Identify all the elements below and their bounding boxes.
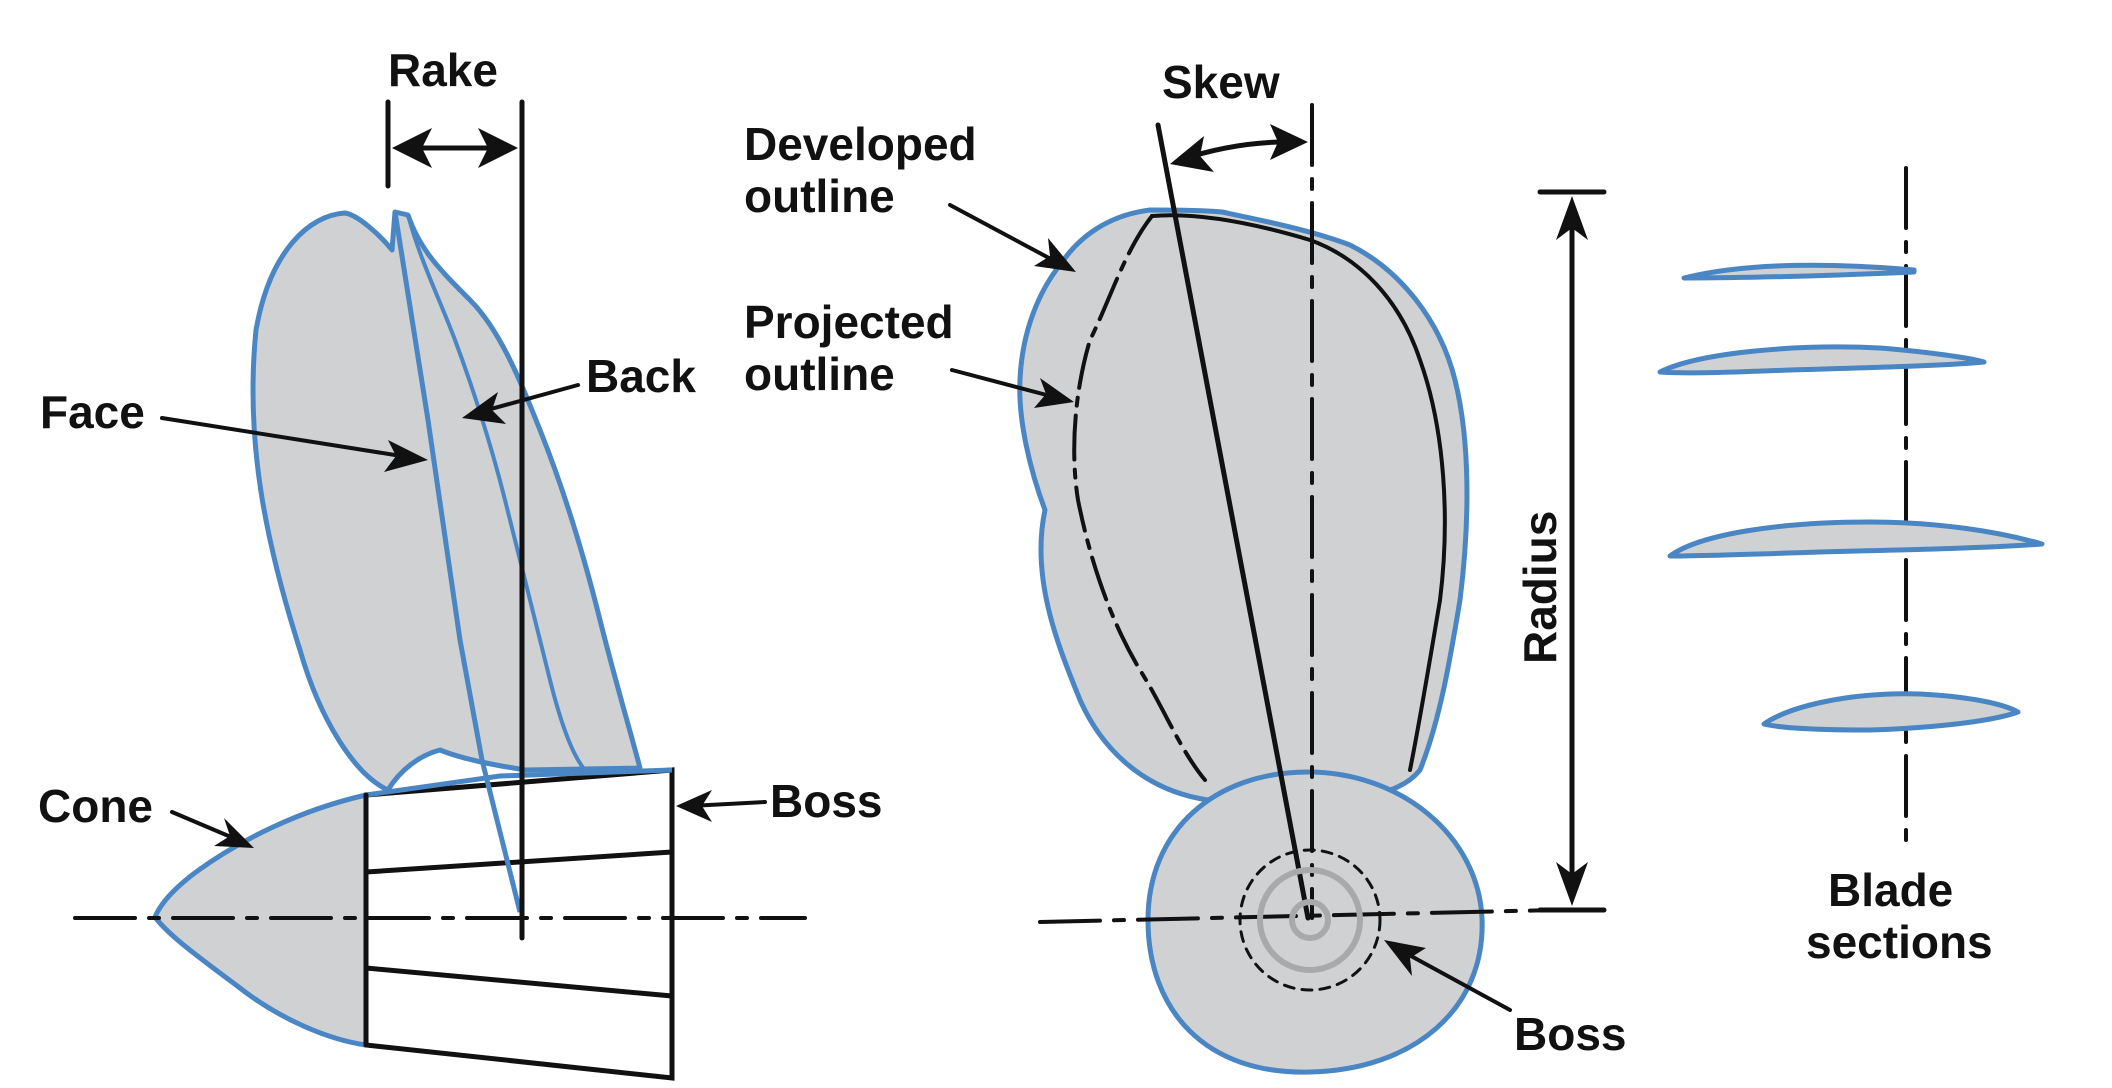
back-arrowhead [462,392,506,424]
skew-label: Skew [1162,56,1280,108]
cone-leader [170,810,240,842]
rake-arrowhead-left [392,128,432,168]
boss-front-label: Boss [1514,1008,1626,1060]
developed-label-line2: outline [744,170,895,222]
skew-arrowhead-left [1170,136,1214,172]
boss-front-arrowhead [1384,940,1426,976]
blade-sections-label-line2: sections [1806,916,1993,968]
blade-section-4 [1761,691,2021,733]
skew-arrowhead-right [1270,124,1308,160]
developed-arrowhead [1034,238,1076,272]
side-face-line [392,211,523,913]
back-leader [478,383,580,414]
developed-outline [1017,207,1470,803]
boss-ring-outer [1257,867,1363,973]
projected-outline-right [1150,213,1447,772]
side-boss-line-upper [363,849,675,875]
projected-outline [1072,214,1207,782]
cone-arrowhead [214,818,254,848]
back-label: Back [586,350,696,402]
side-boss-body [363,767,675,1081]
boss-ring-inner [1289,899,1331,941]
boss-side-label: Boss [770,775,882,827]
side-boss-top-edge [365,767,673,798]
blade-sections: Blade sections [1657,166,2045,968]
projected-leader [950,368,1060,400]
blade-section-3 [1667,519,2045,559]
developed-leader [948,203,1064,267]
boss-front-leader [1398,948,1512,1012]
blade-section-1 [1681,262,1917,281]
side-boss-line-lower [363,965,675,999]
side-blade [250,209,643,793]
developed-label-line1: Developed [744,118,977,170]
radius-arrowhead-top [1556,196,1588,240]
front-view: Skew Developed outline Projected outline… [744,56,1626,1075]
projected-label-line2: outline [744,348,895,400]
front-hub [1145,769,1485,1075]
radius-label: Radius [1514,511,1566,664]
side-back-line [406,214,587,772]
front-horizontal-center-line [1038,908,1557,924]
rake-label: Rake [388,44,498,96]
boss-dashed-circle [1238,848,1382,992]
projected-arrowhead [1034,378,1074,408]
skew-line [1155,122,1311,921]
rake-arrowhead-right [478,128,518,168]
face-arrowhead [384,440,428,472]
radius-arrowhead-bottom [1556,862,1588,906]
cone-label: Cone [38,780,153,832]
blade-section-2 [1657,344,1987,376]
side-view: Rake Face Back Cone Boss [38,44,882,1081]
boss-side-leader [688,800,767,808]
blade-sections-label-line1: Blade [1828,864,1953,916]
face-label: Face [40,386,145,438]
boss-side-arrowhead [676,790,712,822]
face-leader [160,416,397,457]
projected-label-line1: Projected [744,296,954,348]
